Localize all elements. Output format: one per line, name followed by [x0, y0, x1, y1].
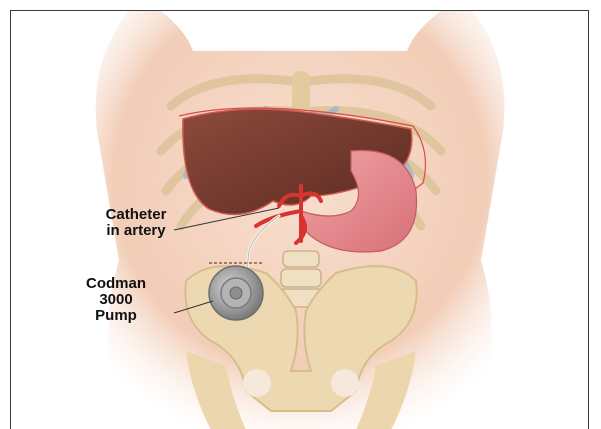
catheter-label: Catheter in artery [77, 207, 195, 239]
pump-device [209, 266, 263, 320]
pump-label-line3: Pump [81, 308, 151, 324]
pelvis-foramen-right [331, 369, 359, 397]
catheter-label-line2: in artery [77, 223, 195, 239]
pump-label: Codman 3000 Pump [81, 276, 151, 324]
pump-label-line1: Codman [81, 276, 151, 292]
catheter-label-line1: Catheter [77, 207, 195, 223]
illustration-frame: Catheter in artery Codman 3000 Pump [10, 10, 589, 429]
pelvis-foramen-left [243, 369, 271, 397]
pump-label-line2: 3000 [81, 292, 151, 308]
